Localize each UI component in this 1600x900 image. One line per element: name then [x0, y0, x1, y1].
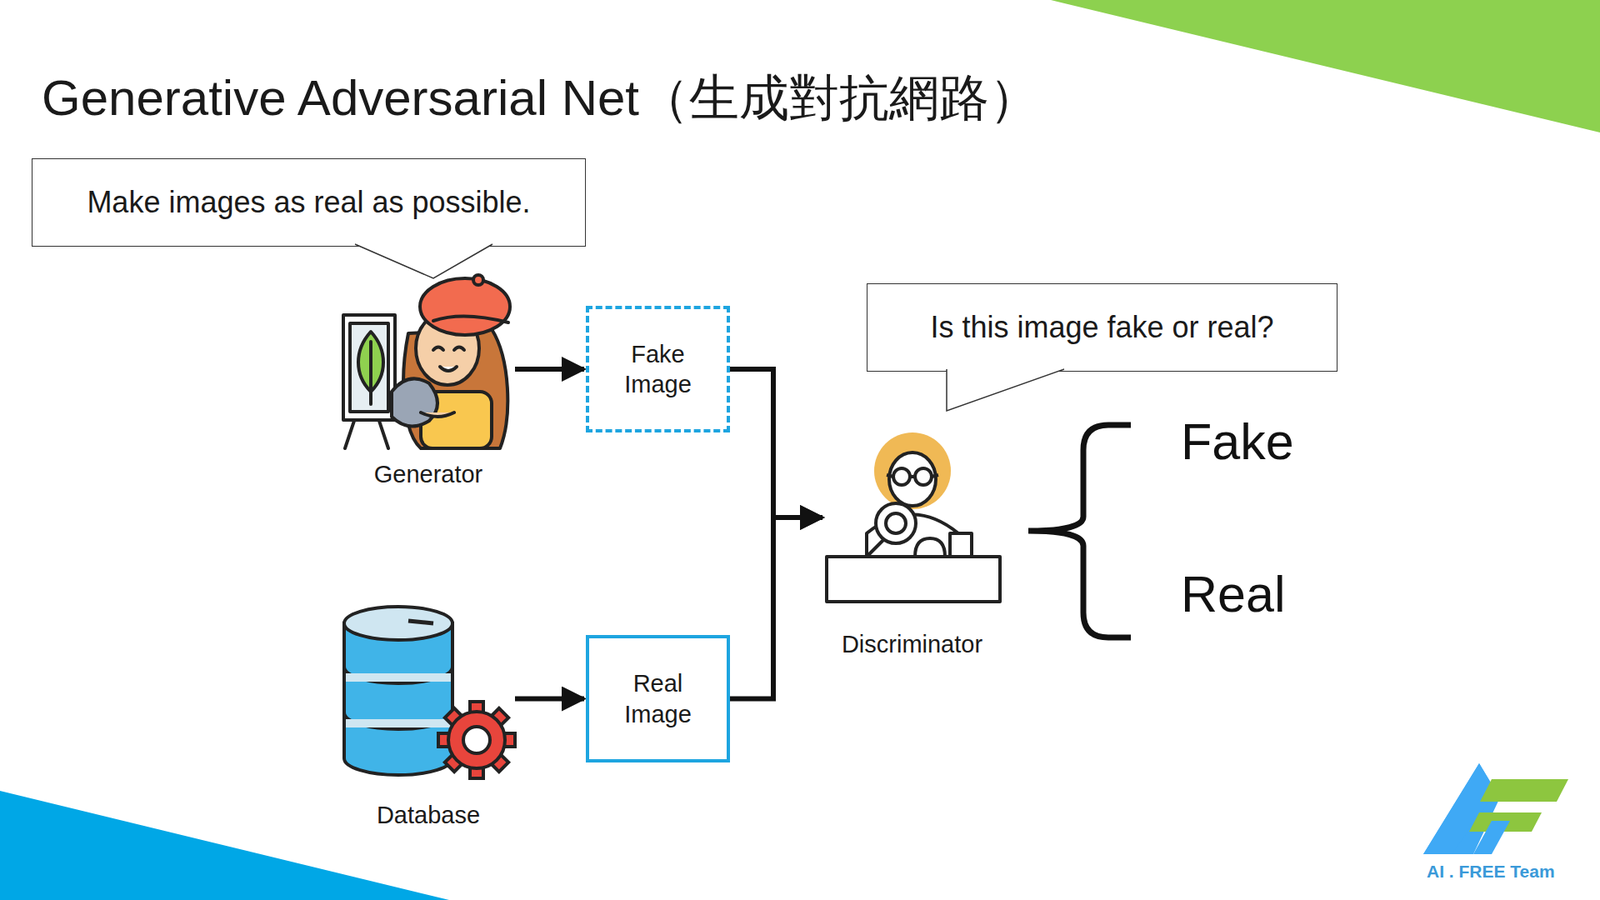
- database-figure: Database: [341, 607, 515, 830]
- figure-label: Discriminator: [841, 630, 983, 659]
- generator-figure: Generator: [341, 275, 515, 489]
- discriminator-figure: Discriminator: [824, 428, 1000, 659]
- output-label: Real: [1180, 565, 1285, 624]
- logo-watermark: AI . FREE Team: [1426, 861, 1555, 882]
- box-text: Fake Image: [597, 339, 719, 400]
- figure-label: Generator: [374, 460, 484, 489]
- flow-arrow: [730, 517, 823, 700]
- output-label: Fake: [1180, 412, 1295, 471]
- discriminator-icon: [826, 432, 1000, 602]
- speech-callout: Make images as real as possible.: [31, 158, 586, 247]
- figure-label: Database: [376, 801, 480, 830]
- real-image-box: Real Image: [585, 635, 730, 763]
- callout-tail: [866, 369, 1073, 415]
- callout-tail: [31, 244, 501, 282]
- flow-arrow: [730, 369, 823, 518]
- logo-mark: [1423, 763, 1569, 855]
- generator-icon: [343, 275, 510, 449]
- flow-arrow: [515, 366, 585, 372]
- speech-callout: Is this image fake or real?: [866, 283, 1338, 372]
- fake-image-box: Fake Image: [585, 305, 730, 433]
- box-text: Is this image fake or real?: [930, 310, 1274, 345]
- slide-title: Generative Adversarial Net（生成對抗網路）: [41, 65, 1040, 133]
- database-icon: [344, 606, 515, 779]
- box-text: Real Image: [597, 668, 719, 730]
- flow-arrow: [515, 696, 585, 702]
- green-band: [1050, 0, 1600, 133]
- box-text: Make images as real as possible.: [86, 185, 530, 220]
- output-bracket: [1028, 425, 1131, 638]
